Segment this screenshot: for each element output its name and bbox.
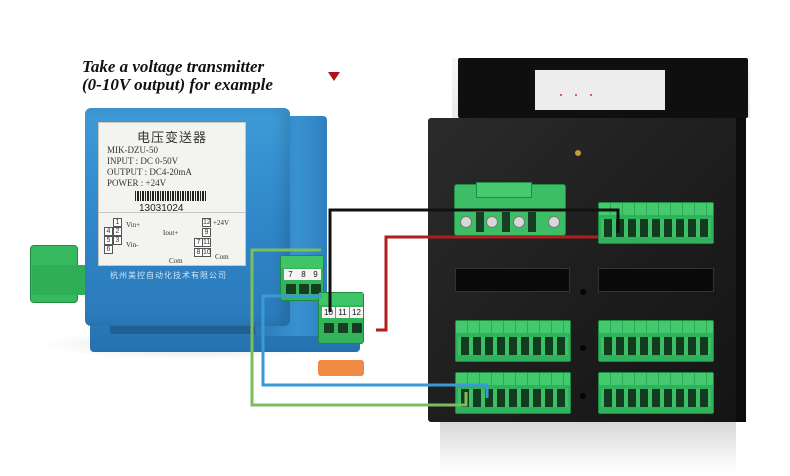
screw-icon [548,216,560,228]
power-terminal-head [476,182,532,198]
terminal-strip-bottom-right [598,372,714,414]
expansion-slot-right [598,268,714,292]
transmitter-serial: 13031024 [139,203,184,214]
controller-reflection [440,422,736,472]
terminal-hole [338,323,348,333]
transmitter-power: POWER : +24V [107,178,167,188]
indicator-dot [560,94,562,96]
pin-3: 3 [113,236,122,245]
pin-4: 4 [104,227,113,236]
terminal-hole [324,323,334,333]
power-slot [502,212,510,232]
caption-line-2: (0-10V output) for example [82,75,273,94]
terminal-strip-middle-right [598,320,714,362]
screw-icon [513,216,525,228]
mount-hole [580,345,586,351]
indicator-dot [590,94,592,96]
arrow-down-icon [328,72,340,81]
controller-display-window [535,70,665,110]
terminal-block-bottom: 10 11 12 [318,292,364,344]
terminal-12: 12 [350,307,363,318]
label-plus-24v: +24V [213,219,230,227]
screw-icon [460,216,472,228]
terminal-hole [286,284,296,294]
terminal-strip-middle-left [455,320,571,362]
transmitter-output: OUTPUT : DC4-20mA [107,167,192,177]
screw-icon [575,150,581,156]
pin-1: 1 [113,218,122,227]
label-vin-minus: Vin- [126,241,139,249]
pin-12: 12 [202,218,211,227]
pin-2: 2 [113,227,122,236]
terminal-strip-bottom-left [455,372,571,414]
power-slot [476,212,484,232]
screw-icon [486,216,498,228]
power-slot [528,212,536,232]
terminal-strip-top-right [598,202,714,244]
pin-6: 6 [104,245,113,254]
terminal-9: 9 [310,269,321,280]
label-com-left: Com [169,257,183,265]
caption: Take a voltage transmitter (0-10V output… [82,58,273,94]
terminal-hole [299,284,309,294]
barcode [135,191,207,201]
expansion-slot-left [455,268,570,292]
controller-right-edge [736,118,746,422]
terminal-10: 10 [322,307,335,318]
transmitter-model: MIK-DZU-50 [107,145,158,155]
terminal-block-bottom-head [319,293,363,305]
transmitter-left-terminal-face [32,265,87,295]
terminal-7: 7 [284,269,297,280]
mount-hole [580,393,586,399]
pin-5: 5 [104,236,113,245]
pin-11: 11 [202,238,211,247]
indicator-dot [575,94,577,96]
transmitter-title: 电压变送器 [136,130,207,145]
din-rail-clip [318,360,364,376]
wiring-diagram-panel: 1 4 2 5 3 6 Vin+ Vin- 12 9 7 11 8 10 +24… [98,212,246,266]
terminal-11: 11 [336,307,349,318]
label-iout-plus: Iout+ [163,229,179,237]
label-vin-plus: Vin+ [126,221,141,229]
terminal-hole [352,323,362,333]
pin-10: 10 [202,248,211,257]
mount-hole [580,289,586,295]
transmitter-input: INPUT : DC 0-50V [107,156,179,166]
transmitter-company: 杭州美控自动化技术有限公司 [110,271,227,280]
pin-9: 9 [202,228,211,237]
terminal-8: 8 [297,269,310,280]
terminal-block-top-head [281,256,323,268]
caption-line-1: Take a voltage transmitter [82,57,265,76]
label-com-right: Com [215,253,229,261]
